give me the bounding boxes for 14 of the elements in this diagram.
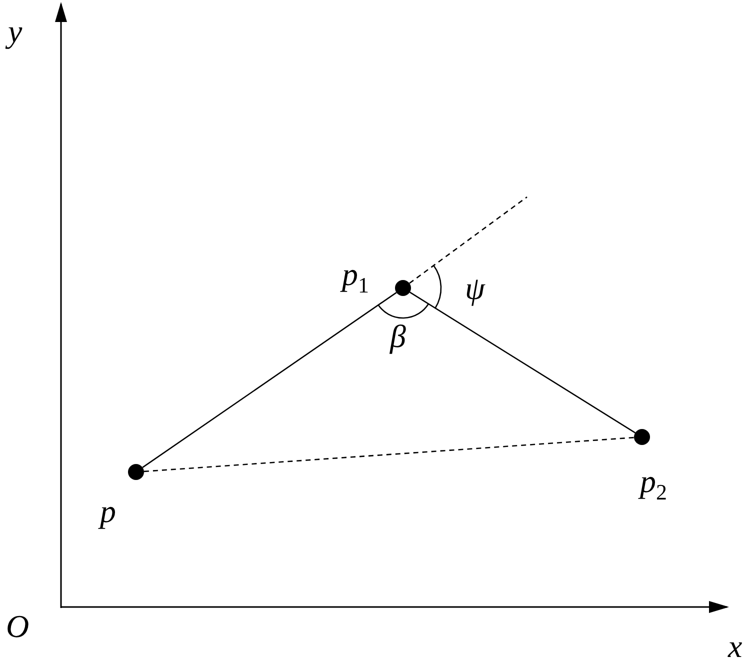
point-dot [128, 464, 144, 480]
point-label: p$_{1}$ [342, 258, 369, 296]
point-dot [634, 429, 650, 445]
line-segment [142, 292, 397, 468]
angle-label: β [390, 320, 406, 352]
point-label: p$_{2}$ [640, 465, 667, 504]
axis-label: x [728, 630, 742, 662]
origin-label: O [6, 610, 30, 642]
point-dot [395, 280, 411, 296]
dashed-line [144, 436, 634, 472]
point-label: p [100, 495, 116, 527]
dashed-line [409, 196, 528, 284]
line-segment [409, 292, 636, 434]
angle-label: ψ [465, 272, 485, 304]
